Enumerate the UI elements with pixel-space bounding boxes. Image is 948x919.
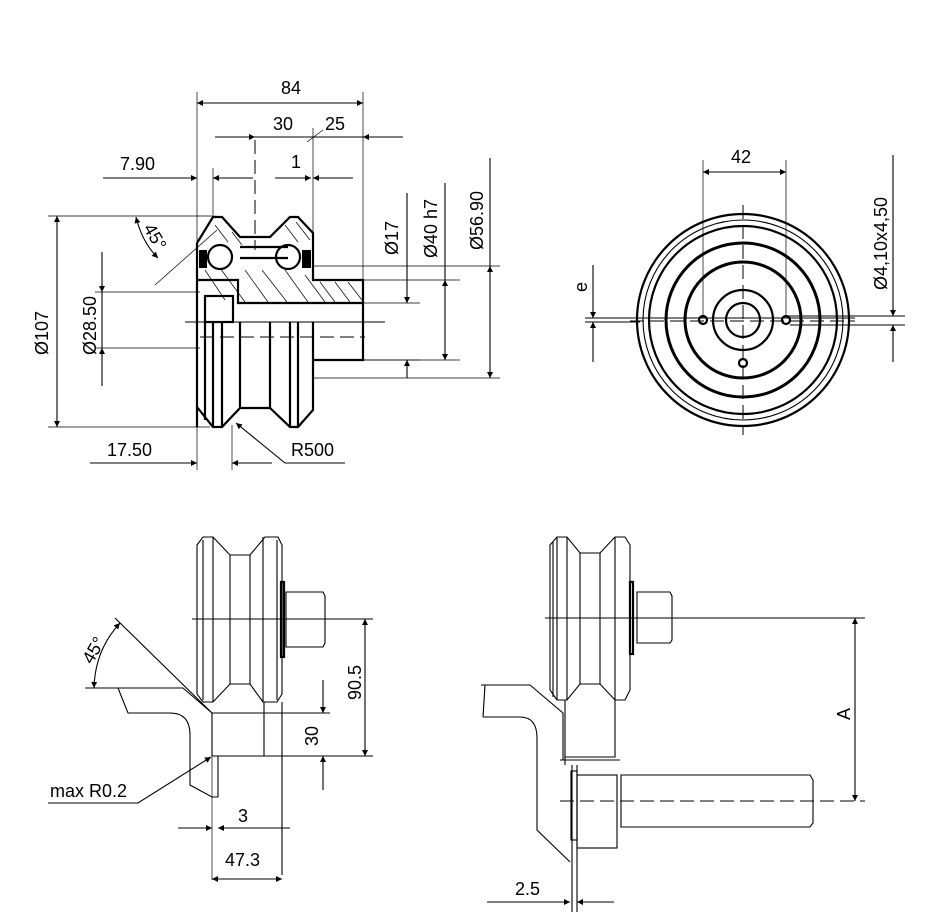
seal	[302, 250, 311, 268]
hatching	[204, 221, 363, 303]
dim-d56-90: Ø56.90	[467, 191, 487, 250]
mounting-hole	[780, 314, 792, 326]
mount-view-right: A 2.5	[481, 536, 865, 912]
dimension-lines	[48, 92, 500, 470]
dim-d28-50: Ø28.50	[80, 296, 100, 355]
bearing-ball	[274, 243, 302, 271]
dim-e: e	[571, 282, 591, 292]
wheel-outline-lower	[185, 140, 385, 429]
dim-A: A	[834, 708, 854, 720]
dim-1: 1	[291, 152, 301, 172]
dim-42: 42	[731, 147, 751, 167]
bearing-ball	[206, 243, 234, 271]
dim-17-50: 17.50	[107, 440, 152, 460]
dim-angle-45: 45°	[78, 633, 109, 667]
dim-47-3: 47.3	[225, 850, 260, 870]
dim-30: 30	[302, 726, 322, 746]
dim-90-5: 90.5	[345, 665, 365, 700]
dim-d107: Ø107	[32, 311, 52, 355]
seal	[199, 250, 207, 268]
dim-30: 30	[273, 114, 293, 134]
dim-2-5: 2.5	[515, 879, 540, 899]
dim-d40-h7: Ø40 h7	[421, 199, 441, 258]
dim-d17: Ø17	[382, 221, 402, 255]
front-view: 42 e Ø4,10x4,50	[571, 147, 905, 435]
dim-7-90: 7.90	[120, 154, 155, 174]
section-view: 84 30 25 7.90 1 45° Ø17 Ø40 h7 Ø56.90 Ø1…	[32, 78, 500, 470]
dim-84: 84	[281, 78, 301, 98]
note-max-radius: max R0.2	[50, 781, 127, 801]
dim-hole-size: Ø4,10x4,50	[871, 197, 891, 290]
dim-3: 3	[238, 806, 248, 826]
mount-view-left: 45° 90.5 30 max R0.2 3 47.3	[48, 536, 373, 882]
dim-angle-45: 45°	[140, 220, 171, 254]
dim-r500: R500	[291, 440, 334, 460]
dim-25: 25	[325, 114, 345, 134]
